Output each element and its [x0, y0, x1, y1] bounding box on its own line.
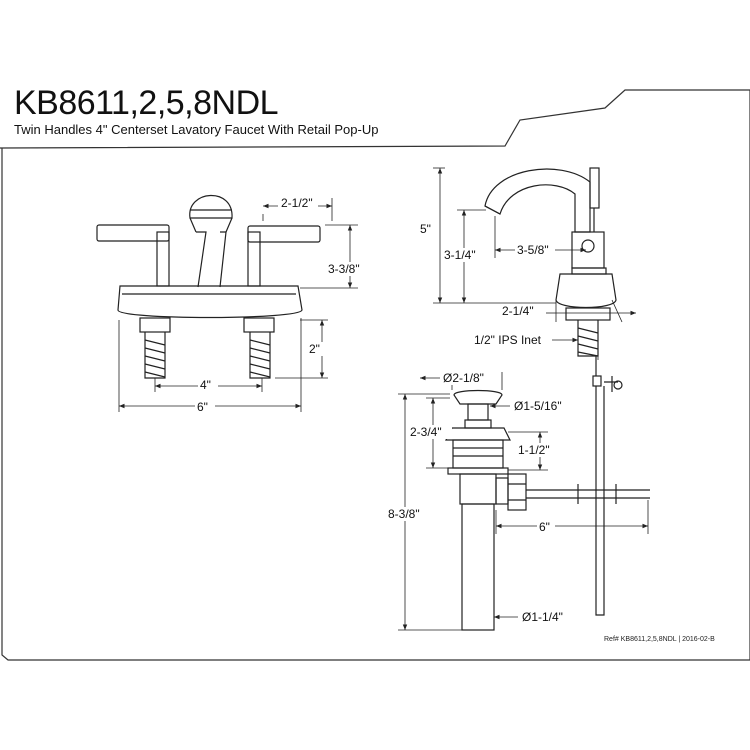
dim-flange-height: 2-3/4": [410, 425, 442, 439]
dim-rod-length: 6": [539, 520, 550, 534]
dim-overall-height: 5": [420, 222, 431, 236]
dim-base-depth: 2-1/4": [502, 304, 534, 318]
dim-center-spacing: 4": [200, 378, 211, 392]
front-view-drawing: [96, 194, 321, 379]
model-title: KB8611,2,5,8NDL: [14, 84, 279, 122]
dim-flange-diameter: Ø2-1/8": [443, 371, 484, 385]
dim-shank-length: 2": [309, 342, 320, 356]
dim-body-length: 1-1/2": [518, 443, 550, 457]
product-description: Twin Handles 4" Centerset Lavatory Fauce…: [14, 122, 379, 137]
dim-stopper-diameter: Ø1-5/16": [514, 399, 562, 413]
reference-number: Ref# KB8611,2,5,8NDL | 2016-02-B: [604, 636, 715, 643]
dim-spout-reach: 3-5/8": [517, 243, 549, 257]
dim-overall-length: 8-3/8": [388, 507, 420, 521]
dim-handle-spread: 2-1/2": [281, 196, 313, 210]
dim-tail-diameter: Ø1-1/4": [522, 610, 563, 624]
dim-inlet: 1/2" IPS Inet: [474, 333, 542, 347]
dim-base-width: 6": [197, 400, 208, 414]
side-view-drawing: [484, 167, 623, 616]
dim-body-height: 3-3/8": [328, 262, 360, 276]
sheet-frame: [0, 89, 750, 661]
dim-spout-height: 3-1/4": [444, 248, 476, 262]
drain-view-drawing: [445, 389, 650, 631]
